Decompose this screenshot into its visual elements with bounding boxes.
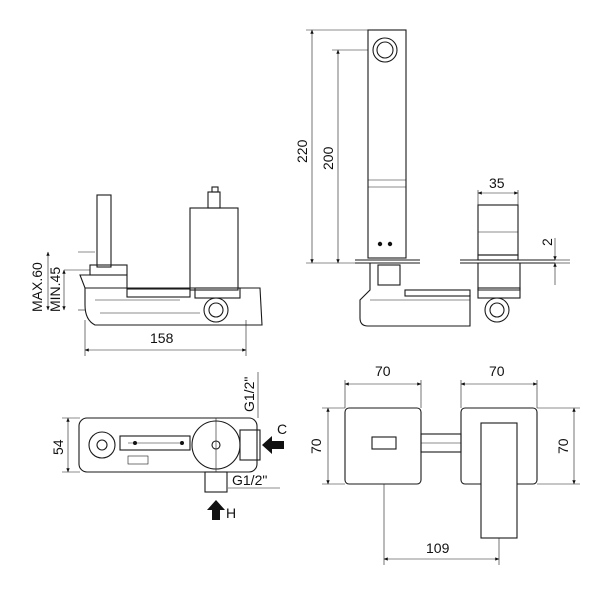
label-c: C xyxy=(277,421,287,437)
label-min: MIN.45 xyxy=(47,267,63,312)
label-220: 220 xyxy=(294,139,310,163)
hot-inlet-arrow xyxy=(207,500,225,520)
front-view-assembly: 220 200 35 2 xyxy=(294,29,570,327)
front-view-plates: 70 70 70 70 109 xyxy=(308,363,580,565)
label-70-top-left: 70 xyxy=(375,363,391,379)
label-158: 158 xyxy=(150,330,174,346)
label-35: 35 xyxy=(489,175,505,191)
label-max: MAX.60 xyxy=(29,262,45,312)
label-g12-top: G1/2" xyxy=(241,377,257,412)
label-2: 2 xyxy=(539,238,555,246)
top-view-body: 54 G1/2" G1/2" C H xyxy=(50,372,287,521)
label-109: 109 xyxy=(426,540,450,556)
label-70-right: 70 xyxy=(555,438,571,454)
cold-inlet-arrow xyxy=(262,436,284,454)
label-g12-bottom: G1/2" xyxy=(232,472,267,488)
label-h: H xyxy=(226,505,236,521)
label-70-top-right: 70 xyxy=(489,363,505,379)
side-view-body: MAX.60 MIN.45 158 xyxy=(29,186,263,356)
label-70-left: 70 xyxy=(308,438,324,454)
label-200: 200 xyxy=(320,146,336,170)
label-54: 54 xyxy=(50,439,66,455)
